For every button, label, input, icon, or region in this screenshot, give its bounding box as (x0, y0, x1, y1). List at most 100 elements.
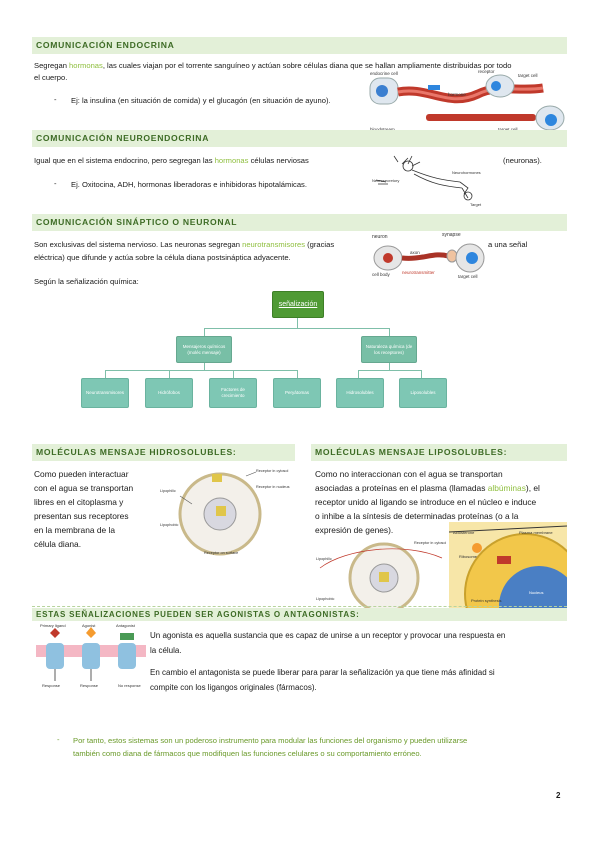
lipophilic-figure: Lipophilic Lipophobic Receptor in cytoso… (316, 541, 446, 614)
svg-text:Receptor in nucleus: Receptor in nucleus (256, 485, 290, 489)
synapse-figure: neuron synapse axon cell body neurotrans… (372, 232, 485, 279)
fig-label: endocrine cell (370, 71, 398, 76)
svg-text:No response: No response (118, 683, 141, 688)
svg-text:Aldosterone: Aldosterone (453, 530, 475, 535)
bullet-marker: - (57, 735, 60, 744)
section-title: ESTAS SEÑALIZACIONES PUEDEN SER AGONISTA… (36, 610, 360, 619)
receptor-shape (212, 474, 222, 482)
svg-text:Lipophobic: Lipophobic (160, 523, 178, 527)
svg-text:Primary ligand: Primary ligand (40, 623, 66, 628)
paragraph-liposolubles-2: asociadas a proteínas en el plasma (llam… (315, 483, 540, 493)
paragraph-liposolubles-4: o inhibe a la síntesis de determinadas p… (315, 511, 519, 521)
svg-text:axon: axon (410, 250, 420, 255)
svg-text:Response: Response (80, 683, 99, 688)
paragraph-endocrina-cont: el cuerpo. (34, 73, 68, 82)
section-header-neuroendocrina: COMUNICACIÓN NEUROENDOCRINA (32, 130, 567, 147)
highlight-term: hormonas (69, 61, 103, 70)
bullet-endocrina: Ej: la insulina (en situación de comida)… (71, 96, 331, 105)
svg-text:synapse: synapse (442, 232, 461, 238)
tree-node-mensajeros: Mensajeros químicos (moléc mensaje) (176, 336, 232, 363)
section-header-endocrina: COMUNICACIÓN ENDOCRINA (32, 37, 567, 54)
section-title: COMUNICACIÓN ENDOCRINA (36, 40, 175, 50)
steroid-receptor-figure: Aldosterone Plasma membrane Ribosome Pro… (449, 522, 567, 614)
axon-shape (401, 252, 449, 261)
note-line-1: Por tanto, estos sistemas son un poderos… (73, 736, 468, 745)
tree-leaf: Liposolubles (399, 378, 447, 408)
tree-leaf: Hidrófobos (145, 378, 193, 408)
paragraph-sinaptico-3: Según la señalización química: (34, 277, 139, 286)
highlight-term: neurotransmisores (242, 240, 305, 249)
receptor-group (46, 643, 136, 669)
bullet-marker: - (54, 95, 57, 104)
svg-text:Neurohormones: Neurohormones (452, 170, 481, 175)
endocrine-figure: endocrine cell receptor target cell horm… (369, 69, 565, 132)
svg-text:Neurosecretory: Neurosecretory (372, 178, 399, 183)
tree-leaf: Factores de crecimiento (209, 378, 257, 408)
hormone-marker (428, 85, 440, 90)
hydrophilic-figure: Lipophilic Lipophobic Receptor in cytoso… (160, 469, 290, 556)
svg-text:receptor: receptor (478, 69, 495, 74)
bloodstream-inner (397, 86, 544, 101)
bullet-neuroendocrina: Ej. Oxitocina, ADH, hormonas liberadoras… (71, 180, 307, 189)
tree-node-naturaleza: Naturaleza química (de los receptores) (361, 336, 417, 363)
section-title: MOLÉCULAS MENSAJE HIDROSOLUBLES: (36, 447, 237, 457)
tree-root-node: señalización (272, 291, 324, 318)
section-header-hidrosolubles: MOLÉCULAS MENSAJE HIDROSOLUBLES: (32, 444, 295, 461)
svg-text:Agonist: Agonist (82, 623, 96, 628)
svg-text:neurotransmitter: neurotransmitter (402, 270, 435, 275)
paragraph-antagonista-1: En cambio el antagonista se puede libera… (150, 668, 495, 677)
svg-text:Protein synthesis: Protein synthesis (471, 598, 501, 603)
svg-text:neuron: neuron (372, 234, 388, 240)
section-header-agonistas: ESTAS SEÑALIZACIONES PUEDEN SER AGONISTA… (32, 608, 567, 621)
neuron-sketch-figure: Neurosecretory Neurohormones Target (372, 155, 482, 207)
svg-text:hormone: hormone (448, 92, 466, 97)
svg-text:Receptor on surface: Receptor on surface (204, 551, 238, 555)
note-line-2: también como diana de fármacos que modif… (73, 749, 422, 758)
bloodstream-lower (426, 114, 536, 121)
svg-text:Ribosome: Ribosome (459, 554, 478, 559)
svg-text:Lipophilic: Lipophilic (160, 489, 176, 493)
svg-text:Target: Target (470, 202, 482, 207)
section-header-sinaptico: COMUNICACIÓN SINÁPTICO O NEURONAL (32, 214, 567, 231)
tree-leaf: Neurotransmisores (81, 378, 129, 408)
svg-text:Lipophilic: Lipophilic (316, 557, 332, 561)
tree-leaf: Peryátomas (273, 378, 321, 408)
svg-text:target cell: target cell (498, 127, 518, 132)
paragraph-liposolubles-1: Como no interaccionan con el agua se tra… (315, 469, 503, 479)
section-title: COMUNICACIÓN NEUROENDOCRINA (36, 133, 210, 143)
svg-text:Receptor in cytosol: Receptor in cytosol (414, 541, 446, 545)
paragraph-neuroendocrina-end: (neuronas). (503, 156, 542, 165)
svg-text:Response: Response (42, 683, 61, 688)
svg-text:Lipophobic: Lipophobic (316, 597, 334, 601)
dendrites (393, 155, 421, 167)
bullet-marker: - (54, 179, 57, 188)
svg-text:Antagonist: Antagonist (116, 623, 136, 628)
paragraph-agonista-2: la célula. (150, 646, 182, 655)
paragraph-liposolubles-5: expresión de genes). (315, 525, 394, 535)
paragraph-sinaptico-2: eléctrica) que difunde y actúa sobre la … (34, 253, 291, 262)
tree-leaf: Hidrosolubles (336, 378, 384, 408)
svg-text:bloodstream: bloodstream (370, 127, 395, 132)
svg-text:target cell: target cell (458, 274, 478, 279)
paragraph-sinaptico: Son exclusivas del sistema nervioso. Las… (34, 240, 335, 249)
axon-line (411, 169, 461, 183)
paragraph-antagonista-2: compite con los ligangos originales (fár… (150, 683, 317, 692)
section-title: MOLÉCULAS MENSAJE LIPOSOLUBLES: (315, 447, 508, 457)
svg-text:cell body: cell body (372, 272, 391, 277)
paragraph-agonista-1: Un agonista es aquella sustancia que es … (150, 631, 506, 640)
paragraph-neuroendocrina: Igual que en el sistema endocrino, pero … (34, 156, 309, 165)
svg-text:target cell: target cell (518, 73, 538, 78)
agonist-figure: Primary ligand Agonist Antagonist Respon… (36, 623, 146, 688)
section-header-liposolubles: MOLÉCULAS MENSAJE LIPOSOLUBLES: (311, 444, 567, 461)
paragraph-sinaptico-end: a una señal (488, 240, 528, 249)
paragraph-endocrina: Segregan hormonas, las cuales viajan por… (34, 61, 512, 70)
paragraph-liposolubles-3: receptor unido al ligando se introduce e… (315, 497, 537, 507)
nucleus-shape (376, 85, 388, 97)
divider (32, 606, 567, 607)
svg-text:Receptor in cytosol: Receptor in cytosol (256, 469, 288, 473)
page-number: 2 (556, 791, 561, 800)
highlight-term: hormonas (214, 156, 249, 165)
svg-text:Plasma membrane: Plasma membrane (519, 530, 553, 535)
svg-text:Nucleus: Nucleus (529, 590, 543, 595)
highlight-term: albúminas (487, 483, 526, 493)
